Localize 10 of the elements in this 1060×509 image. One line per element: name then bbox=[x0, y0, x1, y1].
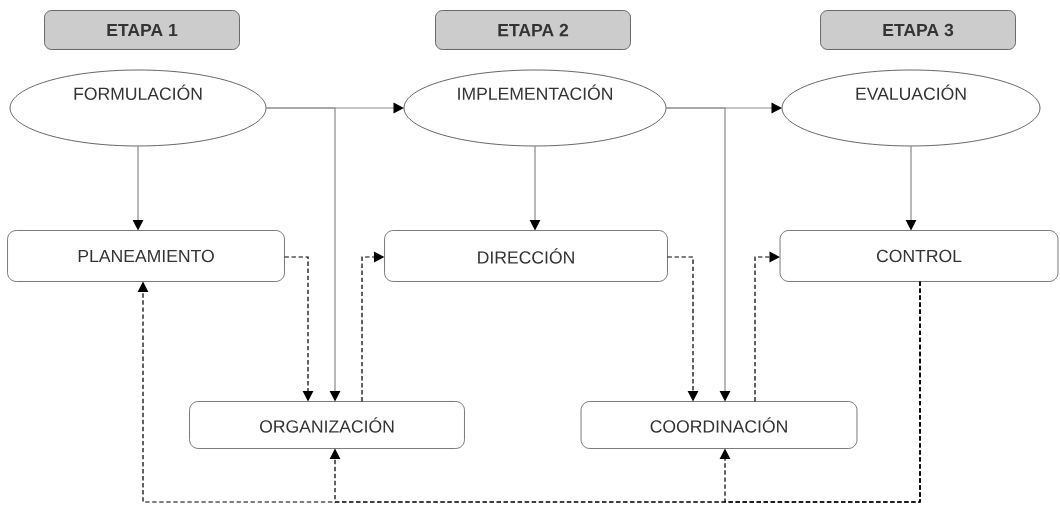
process-box: DIRECCIÓN bbox=[384, 230, 668, 282]
stage-box: ETAPA 1 bbox=[44, 10, 240, 50]
process-box: COORDINACIÓN bbox=[580, 401, 858, 449]
arrow bbox=[719, 280, 921, 503]
process-box: PLANEAMIENTO bbox=[7, 230, 285, 282]
process-box: CONTROL bbox=[779, 230, 1059, 282]
arrow bbox=[754, 251, 780, 403]
stage-box: ETAPA 2 bbox=[435, 10, 631, 50]
process-box: ORGANIZACIÓN bbox=[189, 401, 465, 449]
stage-box: ETAPA 3 bbox=[820, 10, 1016, 50]
